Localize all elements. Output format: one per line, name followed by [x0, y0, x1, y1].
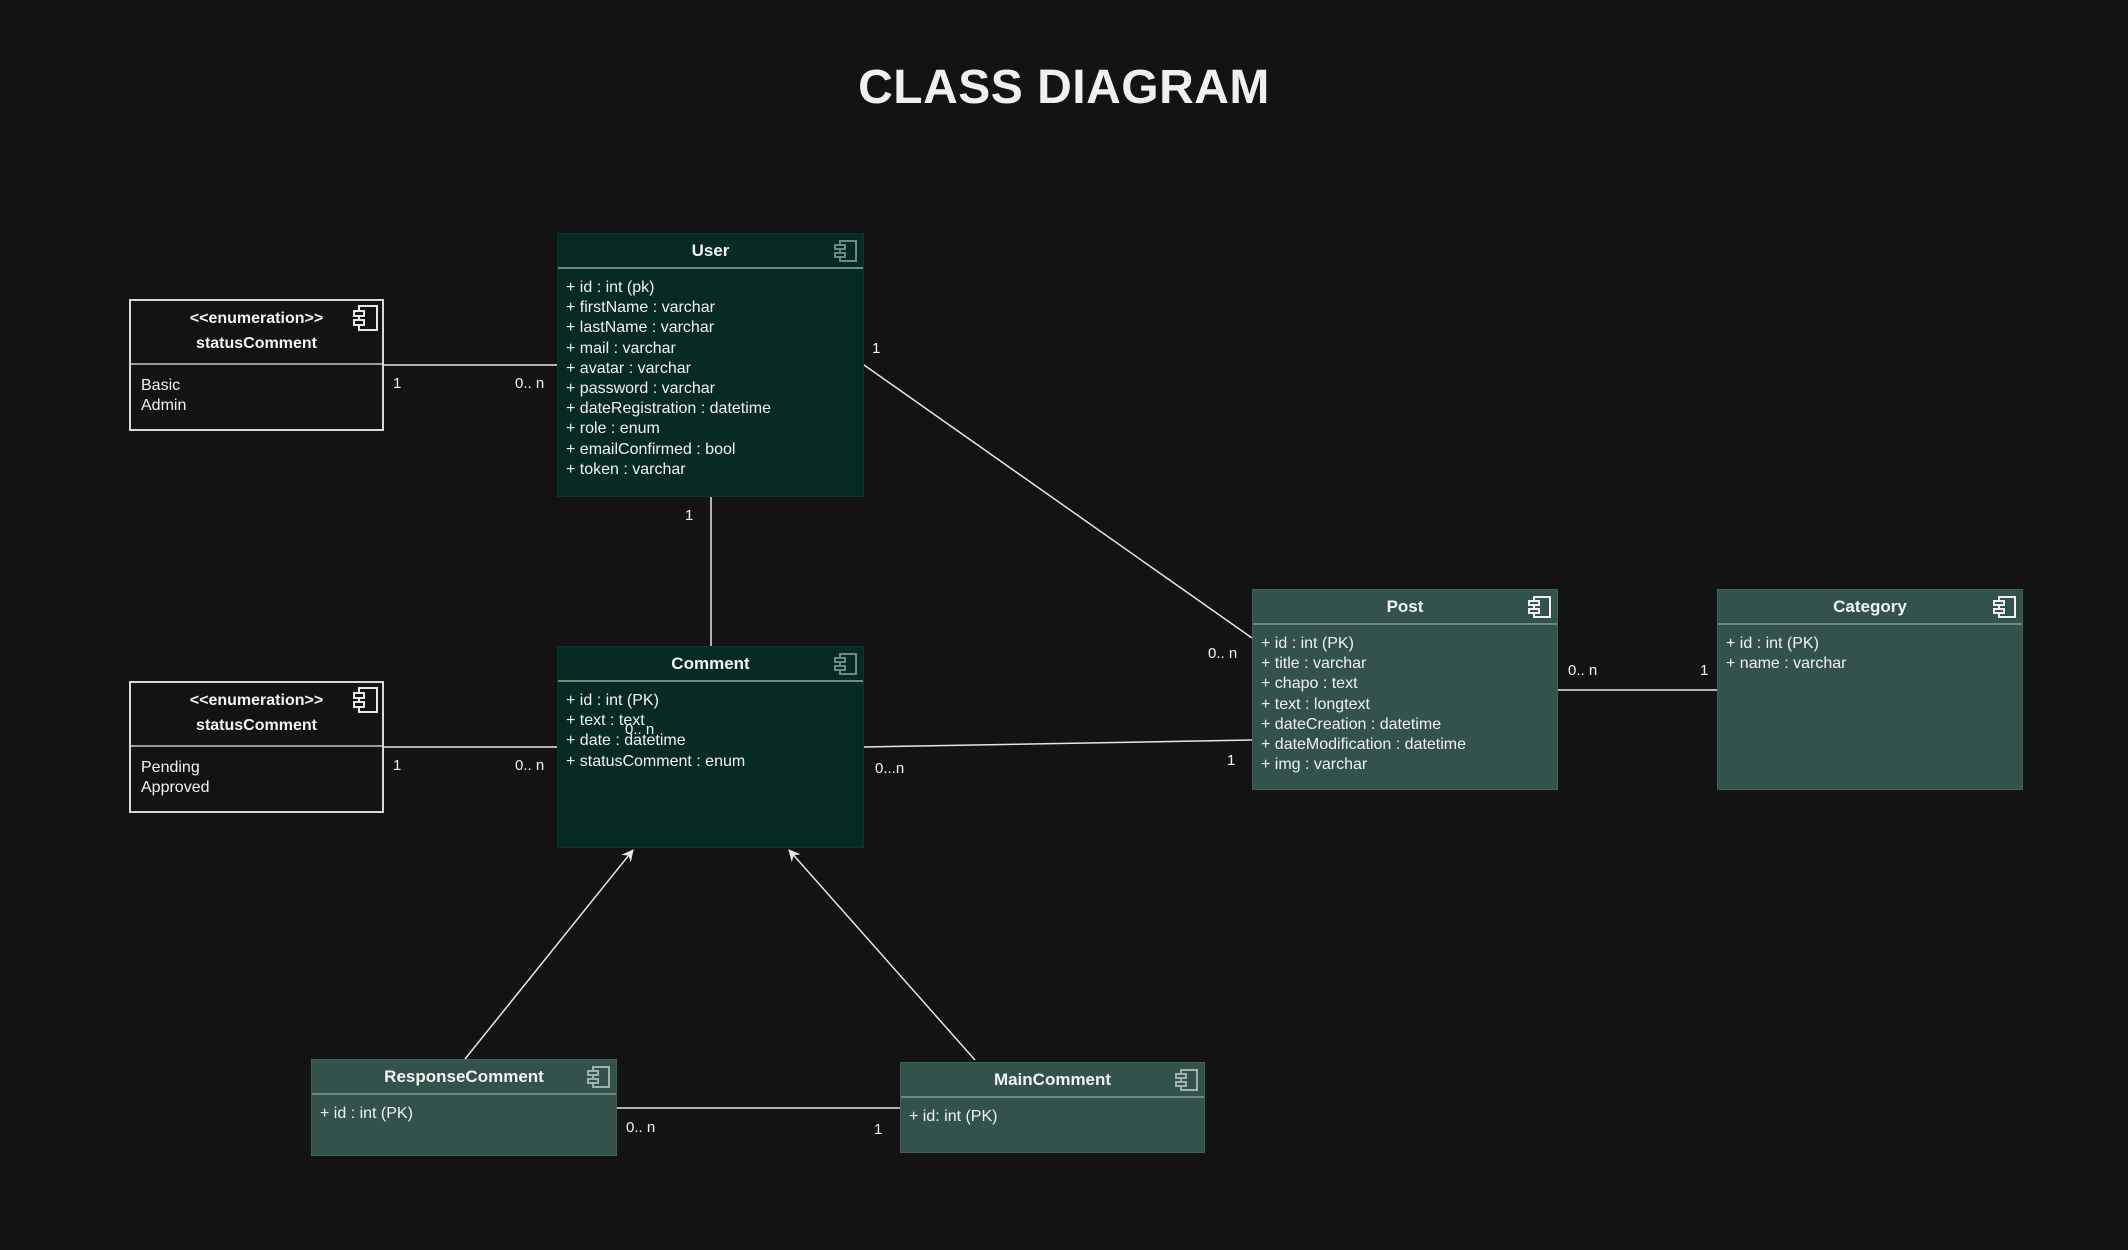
attribute: + id : int (pk) — [566, 279, 655, 296]
class-comment[interactable]: Comment + id : int (PK) + text : text + … — [557, 646, 864, 848]
component-icon — [1175, 1069, 1198, 1091]
component-icon — [834, 653, 857, 675]
attribute: + id : int (PK) — [320, 1105, 413, 1122]
attribute: + name : varchar — [1726, 655, 1847, 673]
attribute: + statusComment : enum — [566, 752, 746, 770]
class-post[interactable]: Post + id : int (PK) + title : varchar +… — [1252, 589, 1558, 790]
enum-values: Basic Admin — [131, 365, 382, 426]
class-header: ResponseComment — [312, 1060, 616, 1095]
enum-values: Pending Approved — [131, 747, 382, 808]
class-response-comment[interactable]: ResponseComment + id : int (PK) — [311, 1059, 617, 1156]
class-attributes: + id : int (PK) — [312, 1095, 616, 1133]
attribute: + text : text — [566, 712, 645, 730]
multiplicity-label: 1 — [1227, 752, 1236, 769]
class-attributes: + id : int (pk) + firstName : varchar + … — [558, 269, 863, 489]
class-name: Category — [1833, 597, 1907, 616]
multiplicity-label: 1 — [685, 507, 694, 524]
attribute: + dateModification : datetime — [1261, 736, 1467, 754]
component-icon — [353, 687, 378, 713]
attribute: + avatar : varchar — [566, 359, 691, 377]
class-attributes: + id : int (PK) + name : varchar — [1718, 625, 2022, 683]
enum-value: Approved — [141, 778, 210, 796]
association-comment-post[interactable] — [863, 739, 1253, 748]
enum-stereotype: <<enumeration>> — [189, 692, 324, 709]
inheritance-response-to-comment[interactable] — [464, 849, 634, 1060]
attribute: + chapo : text — [1261, 675, 1358, 693]
class-main-comment[interactable]: MainComment + id: int (PK) — [900, 1062, 1205, 1153]
class-name: MainComment — [993, 1070, 1112, 1089]
attribute: + mail : varchar — [566, 339, 676, 357]
attribute: + firstName : varchar — [566, 299, 715, 317]
multiplicity-label: 0.. n — [626, 1119, 656, 1136]
class-attributes: + id : int (PK) + title : varchar + chap… — [1253, 625, 1557, 784]
component-icon — [834, 240, 857, 262]
multiplicity-label: 1 — [874, 1121, 883, 1138]
enum-header: <<enumeration>> statusComment — [131, 683, 382, 747]
multiplicity-label: 0.. n — [625, 721, 655, 738]
multiplicity-label: 1 — [393, 757, 402, 774]
enum-stereotype: <<enumeration>> — [189, 310, 324, 327]
inheritance-main-to-comment[interactable] — [788, 849, 976, 1061]
attribute: + title : varchar — [1261, 655, 1367, 673]
multiplicity-label: 0.. n — [1208, 645, 1238, 662]
multiplicity-label: 0...n — [875, 760, 905, 777]
enum-value: Pending — [141, 759, 200, 776]
association-user-post[interactable] — [863, 364, 1253, 639]
class-header: Post — [1253, 590, 1557, 625]
diagram-title: CLASS DIAGRAM — [858, 61, 1270, 114]
attribute: + dateCreation : datetime — [1261, 715, 1442, 733]
enum-name: statusComment — [196, 717, 317, 734]
enum-name: statusComment — [196, 335, 317, 352]
class-name: Comment — [671, 654, 750, 673]
enum-value: Admin — [141, 396, 187, 414]
class-name: ResponseComment — [384, 1067, 544, 1086]
class-user[interactable]: User + id : int (pk) + firstName : varch… — [557, 233, 864, 497]
multiplicity-label: 1 — [872, 340, 881, 357]
attribute: + date : datetime — [566, 732, 686, 750]
multiplicity-label: 0.. n — [1568, 662, 1598, 679]
component-icon — [587, 1066, 610, 1088]
attribute: + lastName : varchar — [566, 319, 715, 337]
class-header: MainComment — [901, 1063, 1204, 1098]
attribute: + id : int (PK) — [566, 692, 659, 709]
attribute: + dateRegistration : datetime — [566, 400, 772, 418]
class-attributes: + id : int (PK) + text : text + date : d… — [558, 682, 863, 781]
multiplicity-label: 1 — [1700, 662, 1709, 679]
component-icon — [1993, 596, 2016, 618]
attribute: + token : varchar — [566, 460, 686, 478]
class-header: Category — [1718, 590, 2022, 625]
class-category[interactable]: Category + id : int (PK) + name : varcha… — [1717, 589, 2023, 790]
attribute: + img : varchar — [1261, 756, 1368, 774]
attribute: + password : varchar — [566, 380, 715, 398]
attribute: + role : enum — [566, 420, 660, 438]
class-header: Comment — [558, 647, 863, 682]
class-attributes: + id: int (PK) — [901, 1098, 1204, 1136]
class-header: User — [558, 234, 863, 269]
enum-status-comment[interactable]: <<enumeration>> statusComment Pending Ap… — [129, 681, 384, 813]
attribute: + id : int (PK) — [1261, 635, 1354, 652]
component-icon — [353, 305, 378, 331]
multiplicity-label: 0.. n — [515, 375, 545, 392]
enum-header: <<enumeration>> statusComment — [131, 301, 382, 365]
class-name: Post — [1386, 597, 1424, 616]
multiplicity-label: 1 — [393, 375, 402, 392]
component-icon — [1528, 596, 1551, 618]
attribute: + text : longtext — [1261, 695, 1370, 713]
enum-value: Basic — [141, 377, 181, 394]
attribute: + id : int (PK) — [1726, 635, 1819, 652]
multiplicity-label: 0.. n — [515, 757, 545, 774]
attribute: + emailConfirmed : bool — [566, 440, 736, 458]
attribute: + id: int (PK) — [909, 1108, 998, 1125]
enum-status-comment-role[interactable]: <<enumeration>> statusComment Basic Admi… — [129, 299, 384, 431]
class-name: User — [691, 241, 730, 260]
